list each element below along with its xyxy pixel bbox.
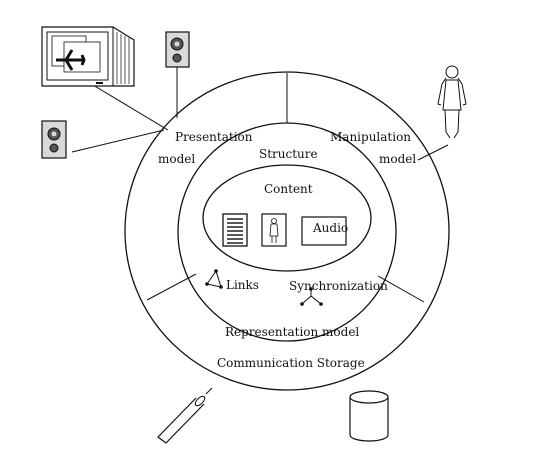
person-icon xyxy=(437,65,467,139)
audio-label: Audio xyxy=(312,221,348,235)
cable-icon xyxy=(157,387,213,444)
person-connector-line xyxy=(417,144,449,161)
monitor-icon xyxy=(41,26,135,87)
links-label: Links xyxy=(226,278,259,292)
manipulation-model-label-line2: model xyxy=(379,152,416,166)
synchronization-label: Synchronization xyxy=(289,279,388,293)
audio-box xyxy=(301,216,347,246)
content-ellipse xyxy=(202,164,372,272)
communication-storage-label: Communication Storage xyxy=(217,356,365,370)
manipulation-model-label-line1: Manipulation xyxy=(330,130,411,144)
content-label: Content xyxy=(264,182,313,196)
presentation-model-label-line2: model xyxy=(158,152,195,166)
outer-ring xyxy=(124,71,450,391)
storage-cylinder-icon xyxy=(349,390,389,442)
speaker-left-connector-line xyxy=(71,129,165,153)
image-person-icon xyxy=(261,213,287,247)
representation-model-label: Representation model xyxy=(225,325,359,339)
monitor-connector-line xyxy=(87,81,169,131)
speaker-icon xyxy=(41,120,67,159)
speaker-icon xyxy=(165,31,190,68)
structure-label: Structure xyxy=(259,147,318,161)
links-graph-icon xyxy=(205,269,223,289)
document-icon xyxy=(222,213,248,247)
presentation-model-label-line1: Presentation xyxy=(175,130,253,144)
divider-lower-right xyxy=(377,275,425,303)
synchronization-tree-icon xyxy=(300,287,323,306)
divider-lower-left xyxy=(146,273,197,301)
